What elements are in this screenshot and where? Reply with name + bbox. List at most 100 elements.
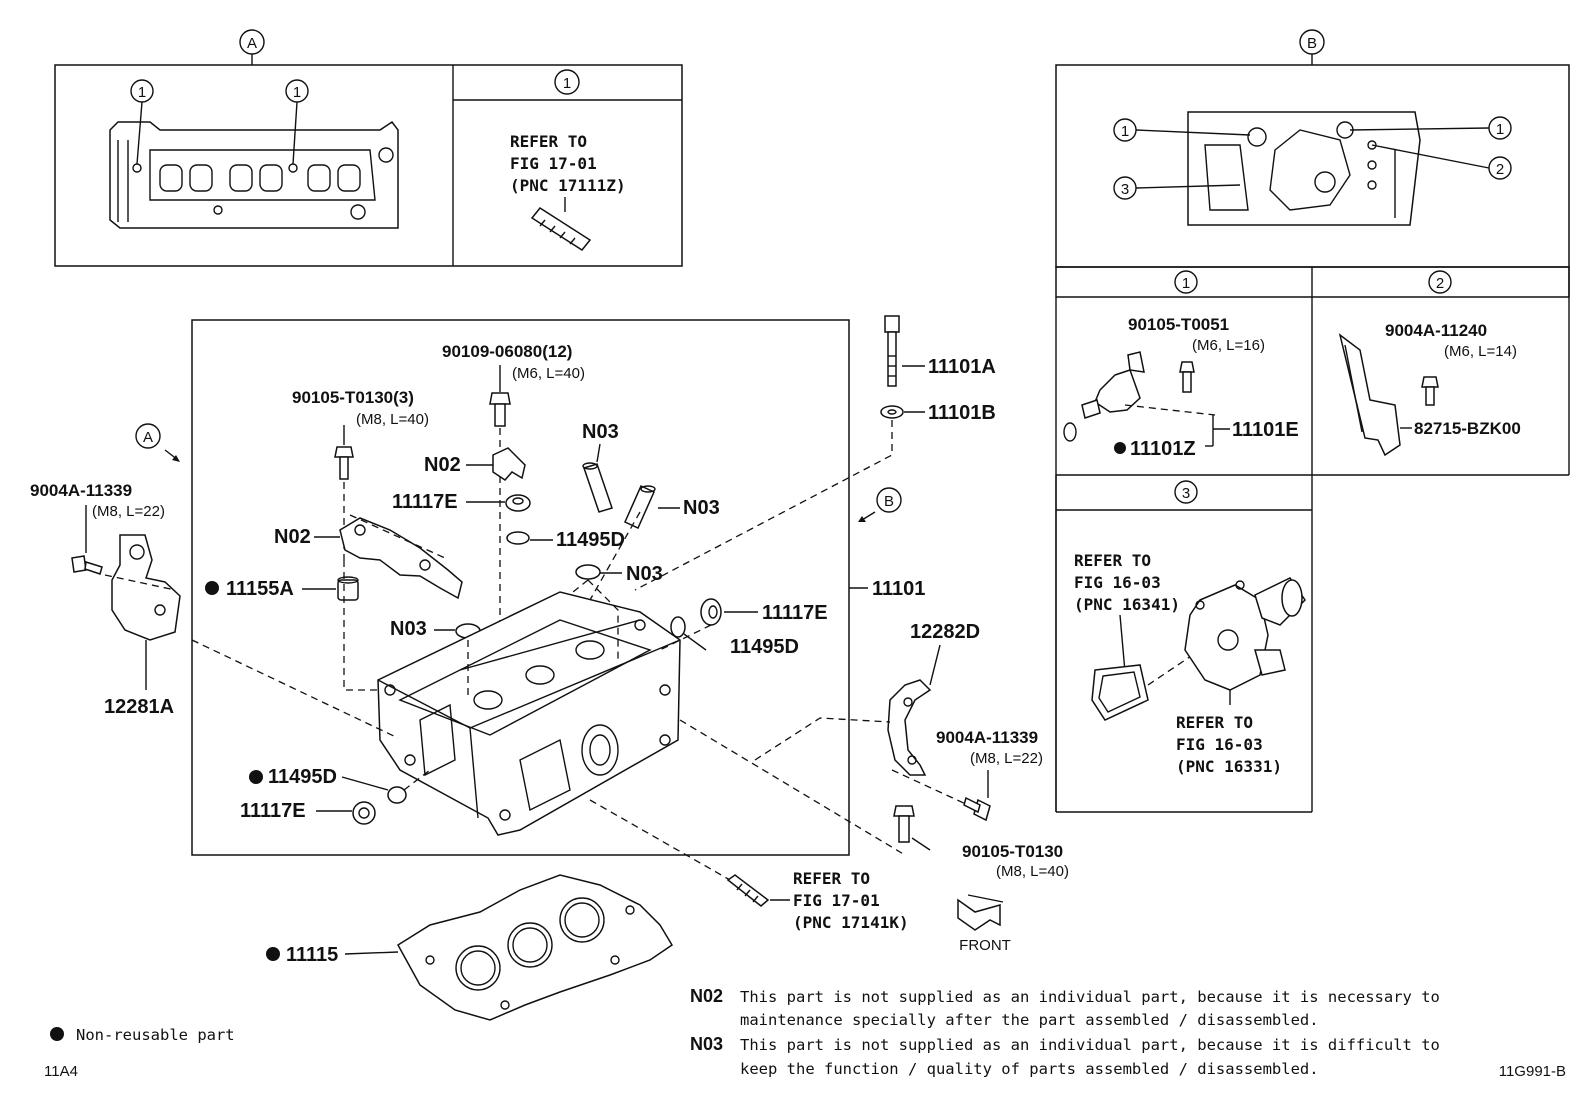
sub2-bracket-part: 82715-BZK00 — [1414, 419, 1521, 438]
label-11117e-right: 11117E — [762, 602, 828, 624]
water-inlet-housing — [1184, 577, 1306, 691]
spec-90105-t0130: (M8, L=40) — [996, 863, 1069, 880]
bolt-9004a-right — [963, 796, 991, 822]
sub3-refer-right-1: REFER TO — [1176, 713, 1253, 732]
label-90105-t0130: 90105-T0130 — [962, 842, 1063, 861]
sub1-bolt-spec: (M6, L=16) — [1192, 337, 1265, 354]
cam-cap-left — [339, 517, 463, 600]
stud-bottom — [726, 874, 770, 907]
sub3-refer-left-1: REFER TO — [1074, 551, 1151, 570]
note-n02-text-2: maintenance specially after the part ass… — [740, 1011, 1319, 1029]
label-11117e-top: 11117E — [392, 491, 458, 513]
footer-right-code: 11G991-B — [1499, 1063, 1566, 1080]
label-11155a: 11155A — [226, 578, 294, 600]
label-11101: 11101 — [872, 578, 925, 600]
label-n03-top: N03 — [582, 421, 619, 443]
bottom-refer-3: (PNC 17141K) — [793, 913, 909, 932]
label-n03-mid: N03 — [626, 563, 663, 585]
spec-90109-06080: (M6, L=40) — [512, 365, 585, 382]
inset-a-refer-3: (PNC 17111Z) — [510, 176, 626, 195]
label-9004a-right: 9004A-11339 — [936, 728, 1038, 747]
bolt-90105-t0130 — [893, 805, 915, 843]
note-n02-text-1: This part is not supplied as an individu… — [740, 988, 1440, 1006]
label-n03-right: N03 — [683, 497, 720, 519]
label-11117e-bottom: 11117E — [240, 800, 306, 822]
inset-b-callout-2: 2 — [1496, 161, 1504, 178]
inset-a: A 1 1 1 — [54, 29, 683, 267]
right-side-parts: 11101A 11101B 12282D 9004A-11339 (M8, L=… — [589, 315, 1069, 881]
inset-b-callout-1b: 1 — [1496, 121, 1504, 138]
sub3-refer-left-2: FIG 16-03 — [1074, 573, 1161, 592]
main-assembly: A B 90109-06080(12) (M6, L=40) 90105-T01… — [135, 319, 925, 856]
label-11495d-bottom: 11495D — [268, 766, 337, 788]
bottom-parts: REFER TO FIG 17-01 (PNC 17141K) FRONT 11… — [266, 869, 1011, 1021]
cam-cap-top — [492, 447, 526, 481]
label-12282d: 12282D — [910, 621, 980, 643]
sub1-callout: 1 — [1182, 275, 1190, 292]
main-view-b-callout: B — [884, 493, 894, 510]
inset-a-refer-2: FIG 17-01 — [510, 154, 597, 173]
inset-a-callout-1: 1 — [563, 75, 571, 92]
spec-90105-t0130-3: (M8, L=40) — [356, 411, 429, 428]
bolt-90105-t0130-3 — [334, 446, 354, 480]
front-label: FRONT — [959, 937, 1011, 954]
view-a-callout: A — [247, 35, 257, 52]
label-9004a-left: 9004A-11339 — [30, 481, 132, 500]
cam-position-sensor — [1081, 351, 1145, 419]
legend: Non-reusable part N02 This part is not s… — [44, 986, 1566, 1080]
label-90109-06080: 90109-06080(12) — [442, 342, 572, 361]
note-n03-code: N03 — [690, 1034, 723, 1054]
bracket — [1338, 333, 1401, 457]
label-n03-left: N03 — [390, 618, 427, 640]
sub3-refer-right-3: (PNC 16331) — [1176, 757, 1282, 776]
sub3-refer-left-3: (PNC 16341) — [1074, 595, 1180, 614]
head-gasket — [397, 874, 674, 1021]
cylinder-head-rear-view — [1187, 111, 1421, 226]
inset-a-callout-1b: 1 — [293, 84, 301, 101]
inset-a-callout-1a: 1 — [138, 84, 146, 101]
inset-b-callout-3: 3 — [1121, 181, 1129, 198]
inset-b: B 1 3 1 2 — [1055, 29, 1570, 813]
note-n02-code: N02 — [690, 986, 723, 1006]
spec-9004a-right: (M8, L=22) — [970, 750, 1043, 767]
sub1-group-part: 11101E — [1232, 419, 1299, 441]
sub3-refer-right-2: FIG 16-03 — [1176, 735, 1263, 754]
valve-guide-b — [624, 485, 656, 529]
cylinder-head — [377, 591, 681, 836]
sensor-bolt — [1179, 361, 1195, 393]
sub1-bolt-part: 90105-T0051 — [1128, 315, 1229, 334]
hanger-12282d — [887, 679, 932, 776]
sub1-sensor-part: 11101Z — [1130, 438, 1196, 460]
bracket-bolt — [1421, 376, 1439, 406]
inset-b-callout-1a: 1 — [1121, 123, 1129, 140]
label-11115: 11115 — [286, 944, 338, 966]
bolt-9004a-left — [71, 555, 103, 575]
sub2-bolt-part: 9004A-11240 — [1385, 321, 1487, 340]
bottom-refer-2: FIG 17-01 — [793, 891, 880, 910]
note-n03-text-1: This part is not supplied as an individu… — [740, 1036, 1440, 1054]
label-90105-t0130-3: 90105-T0130(3) — [292, 388, 414, 407]
bolt-11101a — [884, 315, 900, 387]
front-arrow — [957, 894, 1004, 931]
label-11495d-top: 11495D — [556, 529, 625, 551]
label-11101a: 11101A — [928, 356, 996, 378]
hanger-12281a — [104, 534, 181, 641]
inset-a-refer-1: REFER TO — [510, 132, 587, 151]
view-b-callout: B — [1307, 35, 1317, 52]
label-12281a: 12281A — [104, 696, 174, 718]
note-n03-text-2: keep the function / quality of parts ass… — [740, 1060, 1319, 1078]
spec-9004a-left: (M8, L=22) — [92, 503, 165, 520]
main-view-a-callout: A — [143, 429, 153, 446]
label-n02-left: N02 — [274, 526, 311, 548]
left-side-parts: 9004A-11339 (M8, L=22) 12281A — [30, 481, 399, 739]
bottom-refer-1: REFER TO — [793, 869, 870, 888]
sub3-callout: 3 — [1182, 485, 1190, 502]
thermostat-gasket — [1091, 664, 1149, 721]
sub2-bolt-spec: (M6, L=14) — [1444, 343, 1517, 360]
cylinder-head-side-view — [109, 120, 399, 229]
label-11495d-right: 11495D — [730, 636, 799, 658]
label-11101b: 11101B — [928, 402, 996, 424]
sub2-callout: 2 — [1436, 275, 1444, 292]
label-n02-top: N02 — [424, 454, 461, 476]
